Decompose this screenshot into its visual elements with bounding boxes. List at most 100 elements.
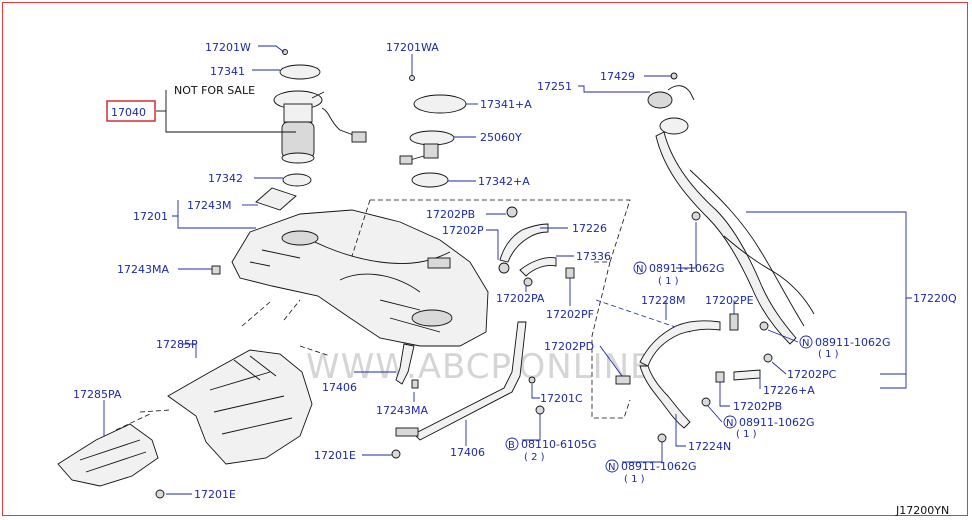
highlight-box-17040 <box>106 100 156 122</box>
label-qty-4: ( 1 ) <box>624 474 645 485</box>
label-17201W[interactable]: 17201W <box>205 41 251 54</box>
shield-dashed-links <box>115 409 171 431</box>
label-17202PD[interactable]: 17202PD <box>544 340 594 353</box>
leader-17251 <box>578 85 650 93</box>
strap-17406-right-drawing <box>395 321 527 441</box>
strainer-ring-17342 <box>282 173 312 187</box>
label-17342A[interactable]: 17342+A <box>478 175 530 188</box>
n-marker-icon-4 <box>605 459 619 473</box>
b-marker-letter: B <box>508 440 515 451</box>
label-17224N[interactable]: 17224N <box>688 440 731 453</box>
strap-17406-mid-drawing <box>395 343 415 385</box>
leader-17220Q-ticks <box>880 297 912 375</box>
nut-08911-3 <box>701 397 711 407</box>
label-17220Q[interactable]: 17220Q <box>913 292 957 305</box>
label-not-for-sale: NOT FOR SALE <box>174 84 255 97</box>
leader-17202P <box>486 229 499 260</box>
fuel-tank-drawing <box>231 209 489 347</box>
label-08911-1062G-1[interactable]: 08911-1062G <box>649 262 724 275</box>
label-17285P[interactable]: 17285P <box>156 338 198 351</box>
label-25060Y[interactable]: 25060Y <box>480 131 522 144</box>
label-17040[interactable]: 17040 <box>111 106 146 119</box>
label-17226A[interactable]: 17226+A <box>763 384 815 397</box>
label-08911-1062G-3[interactable]: 08911-1062G <box>739 416 814 429</box>
label-17202PC[interactable]: 17202PC <box>787 368 837 381</box>
clip-17202PD <box>615 375 631 385</box>
filler-dashed-box <box>591 261 631 419</box>
label-17202PB-bottom[interactable]: 17202PB <box>733 400 782 413</box>
leader-17201W <box>258 45 285 53</box>
label-17341[interactable]: 17341 <box>210 65 245 78</box>
label-17202P[interactable]: 17202P <box>442 224 484 237</box>
tank-dashed-outline-left <box>351 199 371 257</box>
label-17251[interactable]: 17251 <box>537 80 572 93</box>
leader-17224N <box>675 414 686 447</box>
label-17341A[interactable]: 17341+A <box>480 98 532 111</box>
pad-17243M <box>255 187 297 211</box>
leader-17201C <box>531 384 540 399</box>
label-17201C[interactable]: 17201C <box>540 392 583 405</box>
clip-17202PB-bottom <box>715 371 725 383</box>
label-17406-right[interactable]: 17406 <box>450 446 485 459</box>
label-17202PB-top[interactable]: 17202PB <box>426 208 475 221</box>
ring-17341A <box>413 94 467 114</box>
label-08110-6105G[interactable]: 08110-6105G <box>521 438 596 451</box>
label-17406-mid[interactable]: 17406 <box>322 381 357 394</box>
leader-08911-1 <box>676 222 697 269</box>
label-qty-2x: ( 2 ) <box>524 452 545 463</box>
label-17226[interactable]: 17226 <box>572 222 607 235</box>
nut-08911-2 <box>759 321 769 331</box>
label-17243MA-left[interactable]: 17243MA <box>117 263 169 276</box>
clip-17201C <box>528 376 536 384</box>
tank-dashed-links <box>241 299 331 357</box>
leader-08911-2 <box>767 329 799 343</box>
filler-cap-17251-drawing <box>647 72 695 109</box>
hose-17336-drawing <box>519 257 575 279</box>
clip-17202PA <box>523 277 533 287</box>
label-17201WA[interactable]: 17201WA <box>386 41 439 54</box>
hose-17228M-drawing <box>639 320 721 429</box>
leader-17201 <box>172 215 256 229</box>
label-08911-1062G-2[interactable]: 08911-1062G <box>815 336 890 349</box>
label-17429[interactable]: 17429 <box>600 70 635 83</box>
leader-17202PB-bottom <box>719 382 730 407</box>
clip-17243MA-left <box>211 265 221 275</box>
filler-neck-drawing <box>655 117 815 345</box>
watermark: WWW.ABCP.ONLINE <box>306 347 653 387</box>
label-17202PF[interactable]: 17202PF <box>546 308 594 321</box>
bolt-17201E-mid <box>391 449 401 459</box>
label-17228M[interactable]: 17228M <box>641 294 685 307</box>
label-17336[interactable]: 17336 <box>576 250 611 263</box>
n-marker-letter-3: N <box>726 418 733 429</box>
n-marker-icon-2 <box>799 335 813 349</box>
label-17285PA[interactable]: 17285PA <box>73 388 122 401</box>
label-17202PA[interactable]: 17202PA <box>496 292 545 305</box>
label-17243M[interactable]: 17243M <box>187 199 231 212</box>
leader-17220Q-bracket <box>746 211 907 389</box>
bolt-17201W <box>282 49 288 55</box>
label-qty-1: ( 1 ) <box>658 276 679 287</box>
label-17202PE[interactable]: 17202PE <box>705 294 754 307</box>
n-marker-letter-1: N <box>636 264 643 275</box>
leader-17202PC <box>771 361 787 375</box>
label-17342[interactable]: 17342 <box>208 172 243 185</box>
label-17201E-bottom[interactable]: 17201E <box>194 488 236 501</box>
bolt-08110 <box>535 405 545 415</box>
diagram-code: J17200YN <box>895 504 949 517</box>
n-marker-letter-2: N <box>802 338 809 349</box>
pump-seal-ring-17341 <box>279 64 321 80</box>
heat-shield-17285P-drawing <box>167 349 313 465</box>
clip-17202PE <box>729 313 739 331</box>
label-08911-1062G-4[interactable]: 08911-1062G <box>621 460 696 473</box>
nut-08911-4 <box>657 433 667 443</box>
label-qty-3: ( 1 ) <box>736 429 757 440</box>
label-17243MA-mid[interactable]: 17243MA <box>376 404 428 417</box>
label-17201[interactable]: 17201 <box>133 210 168 223</box>
nut-08911-1 <box>691 211 701 221</box>
label-17201E-mid[interactable]: 17201E <box>314 449 356 462</box>
tank-dashed-outline-top <box>370 199 631 263</box>
fuel-pump-assembly-drawing <box>273 90 367 164</box>
leader-08911-3 <box>707 405 723 423</box>
label-qty-2: ( 1 ) <box>818 349 839 360</box>
bolt-17201WA <box>409 75 415 81</box>
